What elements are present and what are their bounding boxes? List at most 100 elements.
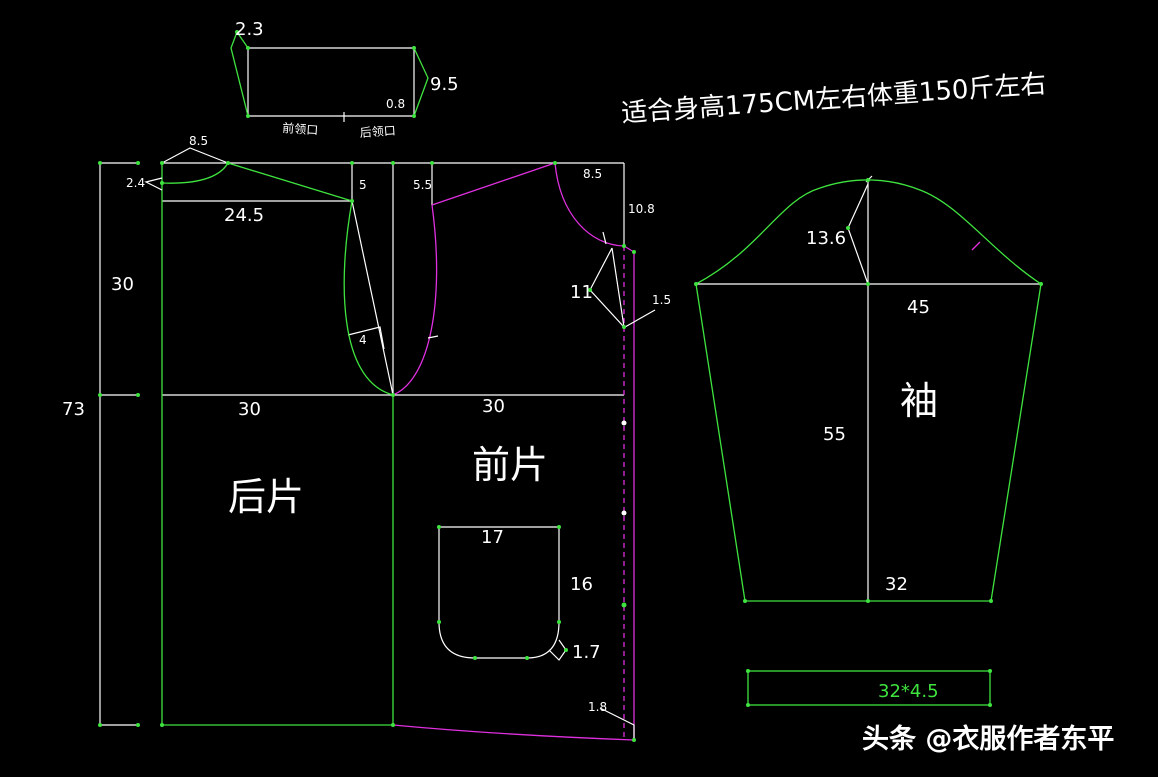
cuff-point xyxy=(988,669,992,673)
sleeve-notch xyxy=(971,241,981,251)
bodice-point xyxy=(588,288,592,292)
collar-point xyxy=(235,30,239,34)
bodice-point xyxy=(350,199,354,203)
button-mark xyxy=(621,602,627,608)
back-neckline xyxy=(161,162,229,184)
bodice-point xyxy=(632,738,636,742)
back-neck-width-label: 8.5 xyxy=(189,134,208,148)
placket-mark xyxy=(624,309,656,328)
pocket-point xyxy=(557,620,561,624)
shoulder-width-label: 24.5 xyxy=(224,205,264,226)
sleeve-point xyxy=(989,599,993,603)
cap-height-guide xyxy=(847,227,869,285)
button-mark xyxy=(621,420,627,426)
bodice-point xyxy=(553,161,557,165)
collar-side-label: 9.5 xyxy=(430,74,459,95)
front-neck-depth-label: 10.8 xyxy=(628,202,655,216)
bodice-point xyxy=(98,723,102,727)
collar-offset-label: 0.8 xyxy=(386,97,405,111)
pattern-title: 适合身高175CM左右体重150斤左右 xyxy=(620,69,1047,129)
collar-left-outline xyxy=(230,30,249,117)
sleeve-width-label: 45 xyxy=(907,297,930,318)
armhole-diagonal xyxy=(351,200,394,396)
armhole-depth-label: 30 xyxy=(111,274,134,295)
hem-drop-label: 1.8 xyxy=(588,700,607,714)
collar-point xyxy=(246,114,250,118)
sleeve-seam-right xyxy=(990,283,1042,602)
bodice-point xyxy=(160,181,164,185)
collar-height-label: 2.3 xyxy=(235,19,264,40)
bodice-point xyxy=(98,393,102,397)
button-mark xyxy=(621,510,627,516)
bodice-point xyxy=(632,250,636,254)
front-armhole-top-label: 5.5 xyxy=(413,178,432,192)
back-neck-label: 后领口 xyxy=(359,124,396,140)
front-neck-width-label: 8.5 xyxy=(583,167,602,181)
sleeve-length-label: 55 xyxy=(823,424,846,445)
pocket-point xyxy=(564,648,568,652)
pocket-point xyxy=(473,656,477,660)
collar-point xyxy=(412,46,416,50)
back-shoulder-seam xyxy=(227,162,353,202)
collar-stand-guide xyxy=(589,247,625,329)
placket-label: 1.5 xyxy=(652,293,671,307)
hem-drop-mark xyxy=(599,707,635,740)
front-shoulder-seam xyxy=(431,162,556,206)
bodice-point xyxy=(136,393,140,397)
sleeve-cap-curve xyxy=(695,179,1042,285)
total-length-label: 73 xyxy=(62,399,85,420)
bodice-point xyxy=(430,161,434,165)
cuff-width-label: 32 xyxy=(885,574,908,595)
bodice-point xyxy=(160,161,164,165)
collar-right-outline xyxy=(413,47,429,117)
front-piece-label: 前片 xyxy=(472,443,548,487)
pocket-point xyxy=(437,620,441,624)
back-piece-label: 后片 xyxy=(228,475,304,519)
cap-height-guide xyxy=(847,183,869,229)
bodice-point xyxy=(160,723,164,727)
front-hem xyxy=(392,724,635,741)
pocket-height-label: 16 xyxy=(570,574,593,595)
sleeve-point xyxy=(866,599,870,603)
neck-notch xyxy=(602,231,607,245)
collar-piece: 2.3 9.5 0.8 前领口 后领口 xyxy=(230,19,459,140)
cuff-outline xyxy=(747,670,991,706)
sleeve-point xyxy=(866,178,870,182)
pocket-corner-label: 1.7 xyxy=(572,642,601,663)
collar-point xyxy=(246,46,250,50)
sleeve-point xyxy=(866,282,870,286)
pocket-width-label: 17 xyxy=(481,527,504,548)
bodice-point xyxy=(391,393,395,397)
sleeve-name-label: 袖 xyxy=(900,379,938,423)
watermark: 头条 @衣服作者东平 xyxy=(862,723,1114,755)
back-neck-depth-label: 2.4 xyxy=(126,176,145,190)
bodice-point xyxy=(622,325,626,329)
bodice-point xyxy=(350,161,354,165)
collar-point xyxy=(412,114,416,118)
back-width-label: 30 xyxy=(238,399,261,420)
cuff-piece: 32*4.5 xyxy=(746,669,992,707)
pocket-piece: 17 16 1.7 xyxy=(437,525,601,663)
cuff-point xyxy=(988,703,992,707)
sleeve-point xyxy=(743,599,747,603)
pocket-point xyxy=(525,656,529,660)
sleeve-piece: 13.6 45 55 32 袖 xyxy=(694,175,1043,603)
armhole-notch xyxy=(427,335,439,339)
bodice-point xyxy=(136,161,140,165)
bodice-point xyxy=(136,723,140,727)
front-width-label: 30 xyxy=(482,396,505,417)
front-armhole xyxy=(392,204,438,396)
back-armhole-top-label: 5 xyxy=(359,178,367,192)
bodice-point xyxy=(391,723,395,727)
bodice-point xyxy=(391,161,395,165)
armhole-curve-label: 4 xyxy=(359,333,367,347)
armhole-guide-mark xyxy=(347,326,385,350)
sleeve-point xyxy=(1039,282,1043,286)
pocket-point xyxy=(557,525,561,529)
front-neck-label: 前领口 xyxy=(282,120,319,137)
bodice-point xyxy=(226,161,230,165)
bodice-point xyxy=(622,244,626,248)
cuff-point xyxy=(746,669,750,673)
